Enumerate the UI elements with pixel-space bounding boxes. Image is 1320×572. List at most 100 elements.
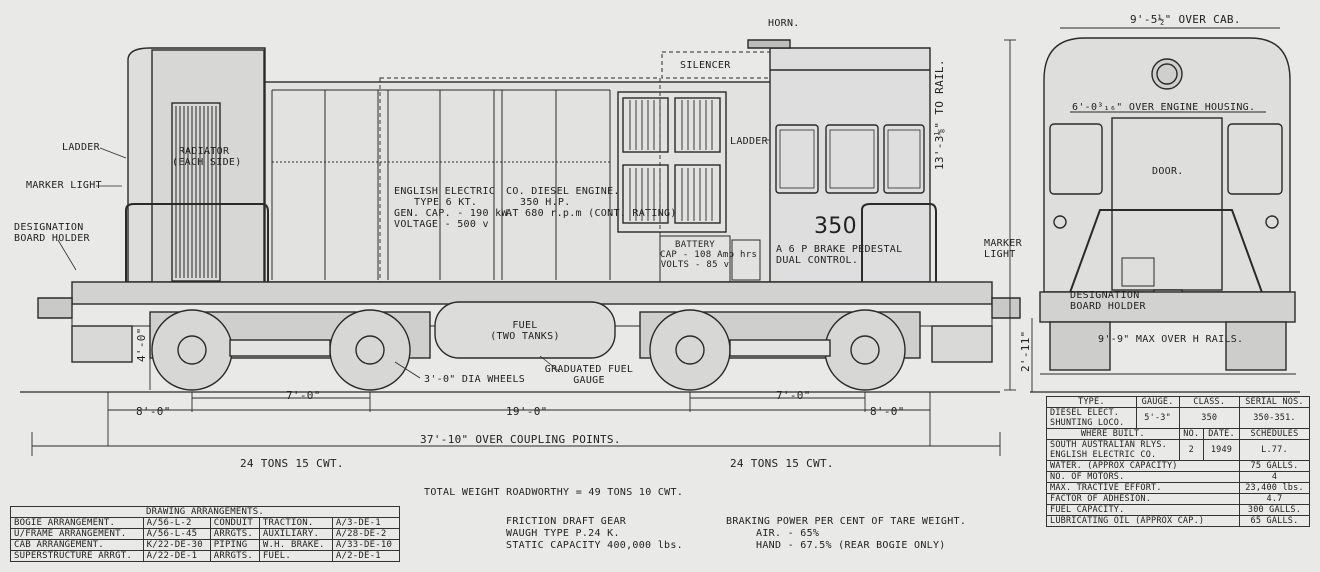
dim-8ft-front: 8'-0" [136,405,171,418]
label-ladder: LADDER [62,142,100,153]
table-row: TYPE. GAUGE. CLASS. SERIAL NOS. [1046,396,1311,408]
label-brake-1: A 6 P BRAKE PEDESTAL [776,244,903,255]
spec-type: DIESEL ELECT.SHUNTING LOCO. [1046,407,1137,429]
spec-row-label: FUEL CAPACITY. [1046,504,1240,516]
label-door: DOOR. [1152,166,1184,177]
table-row: LUBRICATING OIL (APPROX CAP.)65 GALLS. [1046,515,1311,527]
label-silencer: SILENCER [680,60,731,71]
spec-row-label: MAX. TRACTIVE EFFORT. [1046,482,1240,494]
table-cell: A/33-DE-10 [331,539,401,551]
spec-type-2: SHUNTING LOCO. [1050,418,1125,428]
table-row: NO. OF MOTORS.4 [1046,471,1311,483]
spec-header-no: NO. [1178,428,1205,440]
spec-header-serial: SERIAL NOS. [1238,396,1311,408]
label-draft-gear-3: STATIC CAPACITY 400,000 lbs. [506,540,683,551]
table-cell: PIPING [209,539,260,551]
spec-row-value: 23,400 lbs. [1238,482,1311,494]
side-elevation [20,39,1033,456]
label-brake: A 6 P BRAKE PEDESTAL DUAL CONTROL. [776,244,902,266]
label-generator-2: TYPE 6 KT. [414,197,478,208]
label-fuel-gauge: GRADUATED FUEL GAUGE [534,364,644,386]
table-row: U/FRAME ARRANGEMENT. A/56-L-45 ARRGTS. A… [10,528,401,540]
dim-7ft-rear: 7'-0" [776,389,811,402]
table-cell: CAB ARRANGEMENT. [10,539,144,551]
table-row: FUEL CAPACITY.300 GALLS. [1046,504,1311,516]
spec-row-value: 4 [1238,471,1311,483]
label-braking-2: AIR. - 65% [756,528,820,539]
label-fuel-1: FUEL [512,320,538,331]
spec-header-gauge: GAUGE. [1135,396,1180,408]
label-fuel: FUEL (TWO TANKS) [470,320,580,342]
spec-serial: 350-351. [1238,407,1311,429]
spec-schedule: L.77. [1238,439,1311,461]
label-battery-cap: CAP - 108 Amp hrs [660,250,758,260]
spec-built-2: ENGLISH ELECTRIC CO. [1050,450,1157,460]
spec-no: 2 [1178,439,1205,461]
label-marker-end-1: MARKER [984,238,1022,249]
table-cell: ARRGTS. [209,528,260,540]
label-marker-end-2: LIGHT [984,249,1016,260]
label-designation: DESIGNATION BOARD HOLDER [14,222,90,244]
label-ladder-cab: LADDER [730,136,768,147]
table-row: SUPERSTRUCTURE ARRGT. A/22-DE-1 ARRGTS. … [10,550,401,562]
spec-built-1: SOUTH AUSTRALIAN RLYS. [1050,440,1167,450]
spec-header-schedules: SCHEDULES [1238,428,1311,440]
bogie-rear [639,309,921,391]
label-marker-light-end: MARKER LIGHT [984,238,1022,260]
loco-number: 350 [814,214,857,239]
table-cell: CONDUIT [209,517,260,529]
dim-height-rail: 13'-3⅛" TO RAIL. [933,59,946,170]
table-row: DIESEL ELECT.SHUNTING LOCO. 5'-3" 350 35… [1046,407,1311,429]
label-battery-volts: VOLTS - 85 v [660,260,730,270]
dim-over-housing: 6'-0³₁₆" OVER ENGINE HOUSING. [1072,102,1256,113]
table-cell: A/2-DE-1 [331,550,401,562]
dim-8ft-rear: 8'-0" [870,405,905,418]
label-draft-gear: FRICTION DRAFT GEAR WAUGH TYPE P.24 K. S… [506,516,683,552]
spec-row-value: 4.7 [1238,493,1311,505]
label-rear-weight: 24 TONS 15 CWT. [730,457,834,470]
label-front-weight: 24 TONS 15 CWT. [240,457,344,470]
label-generator-3: GEN. CAP. - 190 kW. [394,208,515,219]
table-cell: A/28-DE-2 [331,528,401,540]
label-designation-end-1: DESIGNATION [1070,290,1140,301]
label-wheels: 3'-0" DIA WHEELS [424,374,526,385]
dim-total-length: 37'-10" OVER COUPLING POINTS. [420,433,621,446]
specification-table: TYPE. GAUGE. CLASS. SERIAL NOS. DIESEL E… [1046,396,1311,527]
spec-row-value: 300 GALLS. [1238,504,1311,516]
spec-row-label: LUBRICATING OIL (APPROX CAP.) [1046,515,1240,527]
end-elevation [1030,27,1300,393]
spec-type-1: DIESEL ELECT. [1050,408,1120,418]
label-braking-3: HAND - 67.5% (REAR BOGIE ONLY) [756,540,946,551]
spec-row-label: NO. OF MOTORS. [1046,471,1240,483]
spec-header-built: WHERE BUILT. [1046,428,1180,440]
table-row: WATER. (APPROX CAPACITY)75 GALLS. [1046,460,1311,472]
table-cell: U/FRAME ARRANGEMENT. [10,528,144,540]
label-designation-2: BOARD HOLDER [14,233,90,244]
spec-row-label: WATER. (APPROX CAPACITY) [1046,460,1240,472]
label-horn: HORN. [768,18,800,29]
label-fuel-gauge-1: GRADUATED FUEL [544,364,634,375]
label-battery: BATTERY CAP - 108 Amp hrs VOLTS - 85 v [660,240,758,270]
dim-over-cab: 9'-5½" OVER CAB. [1130,13,1241,26]
label-braking: BRAKING POWER PER CENT OF TARE WEIGHT. A… [726,516,966,552]
table-cell: FUEL. [258,550,333,562]
spec-gauge: 5'-3" [1135,407,1180,429]
label-engine: CO. DIESEL ENGINE. 350 H.P. AT 680 r.p.m… [506,186,677,219]
label-radiator: RADIATOR (EACH SIDE) [172,146,242,168]
label-radiator-sub: (EACH SIDE) [172,157,242,168]
label-generator: ENGLISH ELECTRIC TYPE 6 KT. GEN. CAP. - … [394,186,514,230]
label-generator-4: VOLTAGE - 500 v [394,219,489,230]
table-row: SOUTH AUSTRALIAN RLYS.ENGLISH ELECTRIC C… [1046,439,1311,461]
table-row: DRAWING ARRANGEMENTS. [10,506,400,518]
table-row: MAX. TRACTIVE EFFORT.23,400 lbs. [1046,482,1311,494]
label-engine-2: 350 H.P. [520,197,571,208]
table-cell: A/22-DE-1 [142,550,211,562]
table-cell: K/22-DE-30 [142,539,211,551]
table-cell: A/3-DE-1 [331,517,401,529]
spec-row-value: 65 GALLS. [1238,515,1311,527]
spec-row-label: FACTOR OF ADHESION. [1046,493,1240,505]
label-battery-title: BATTERY [674,240,716,250]
label-total-weight: TOTAL WEIGHT ROADWORTHY = 49 TONS 10 CWT… [424,487,684,498]
label-designation-end: DESIGNATION BOARD HOLDER [1070,290,1146,312]
